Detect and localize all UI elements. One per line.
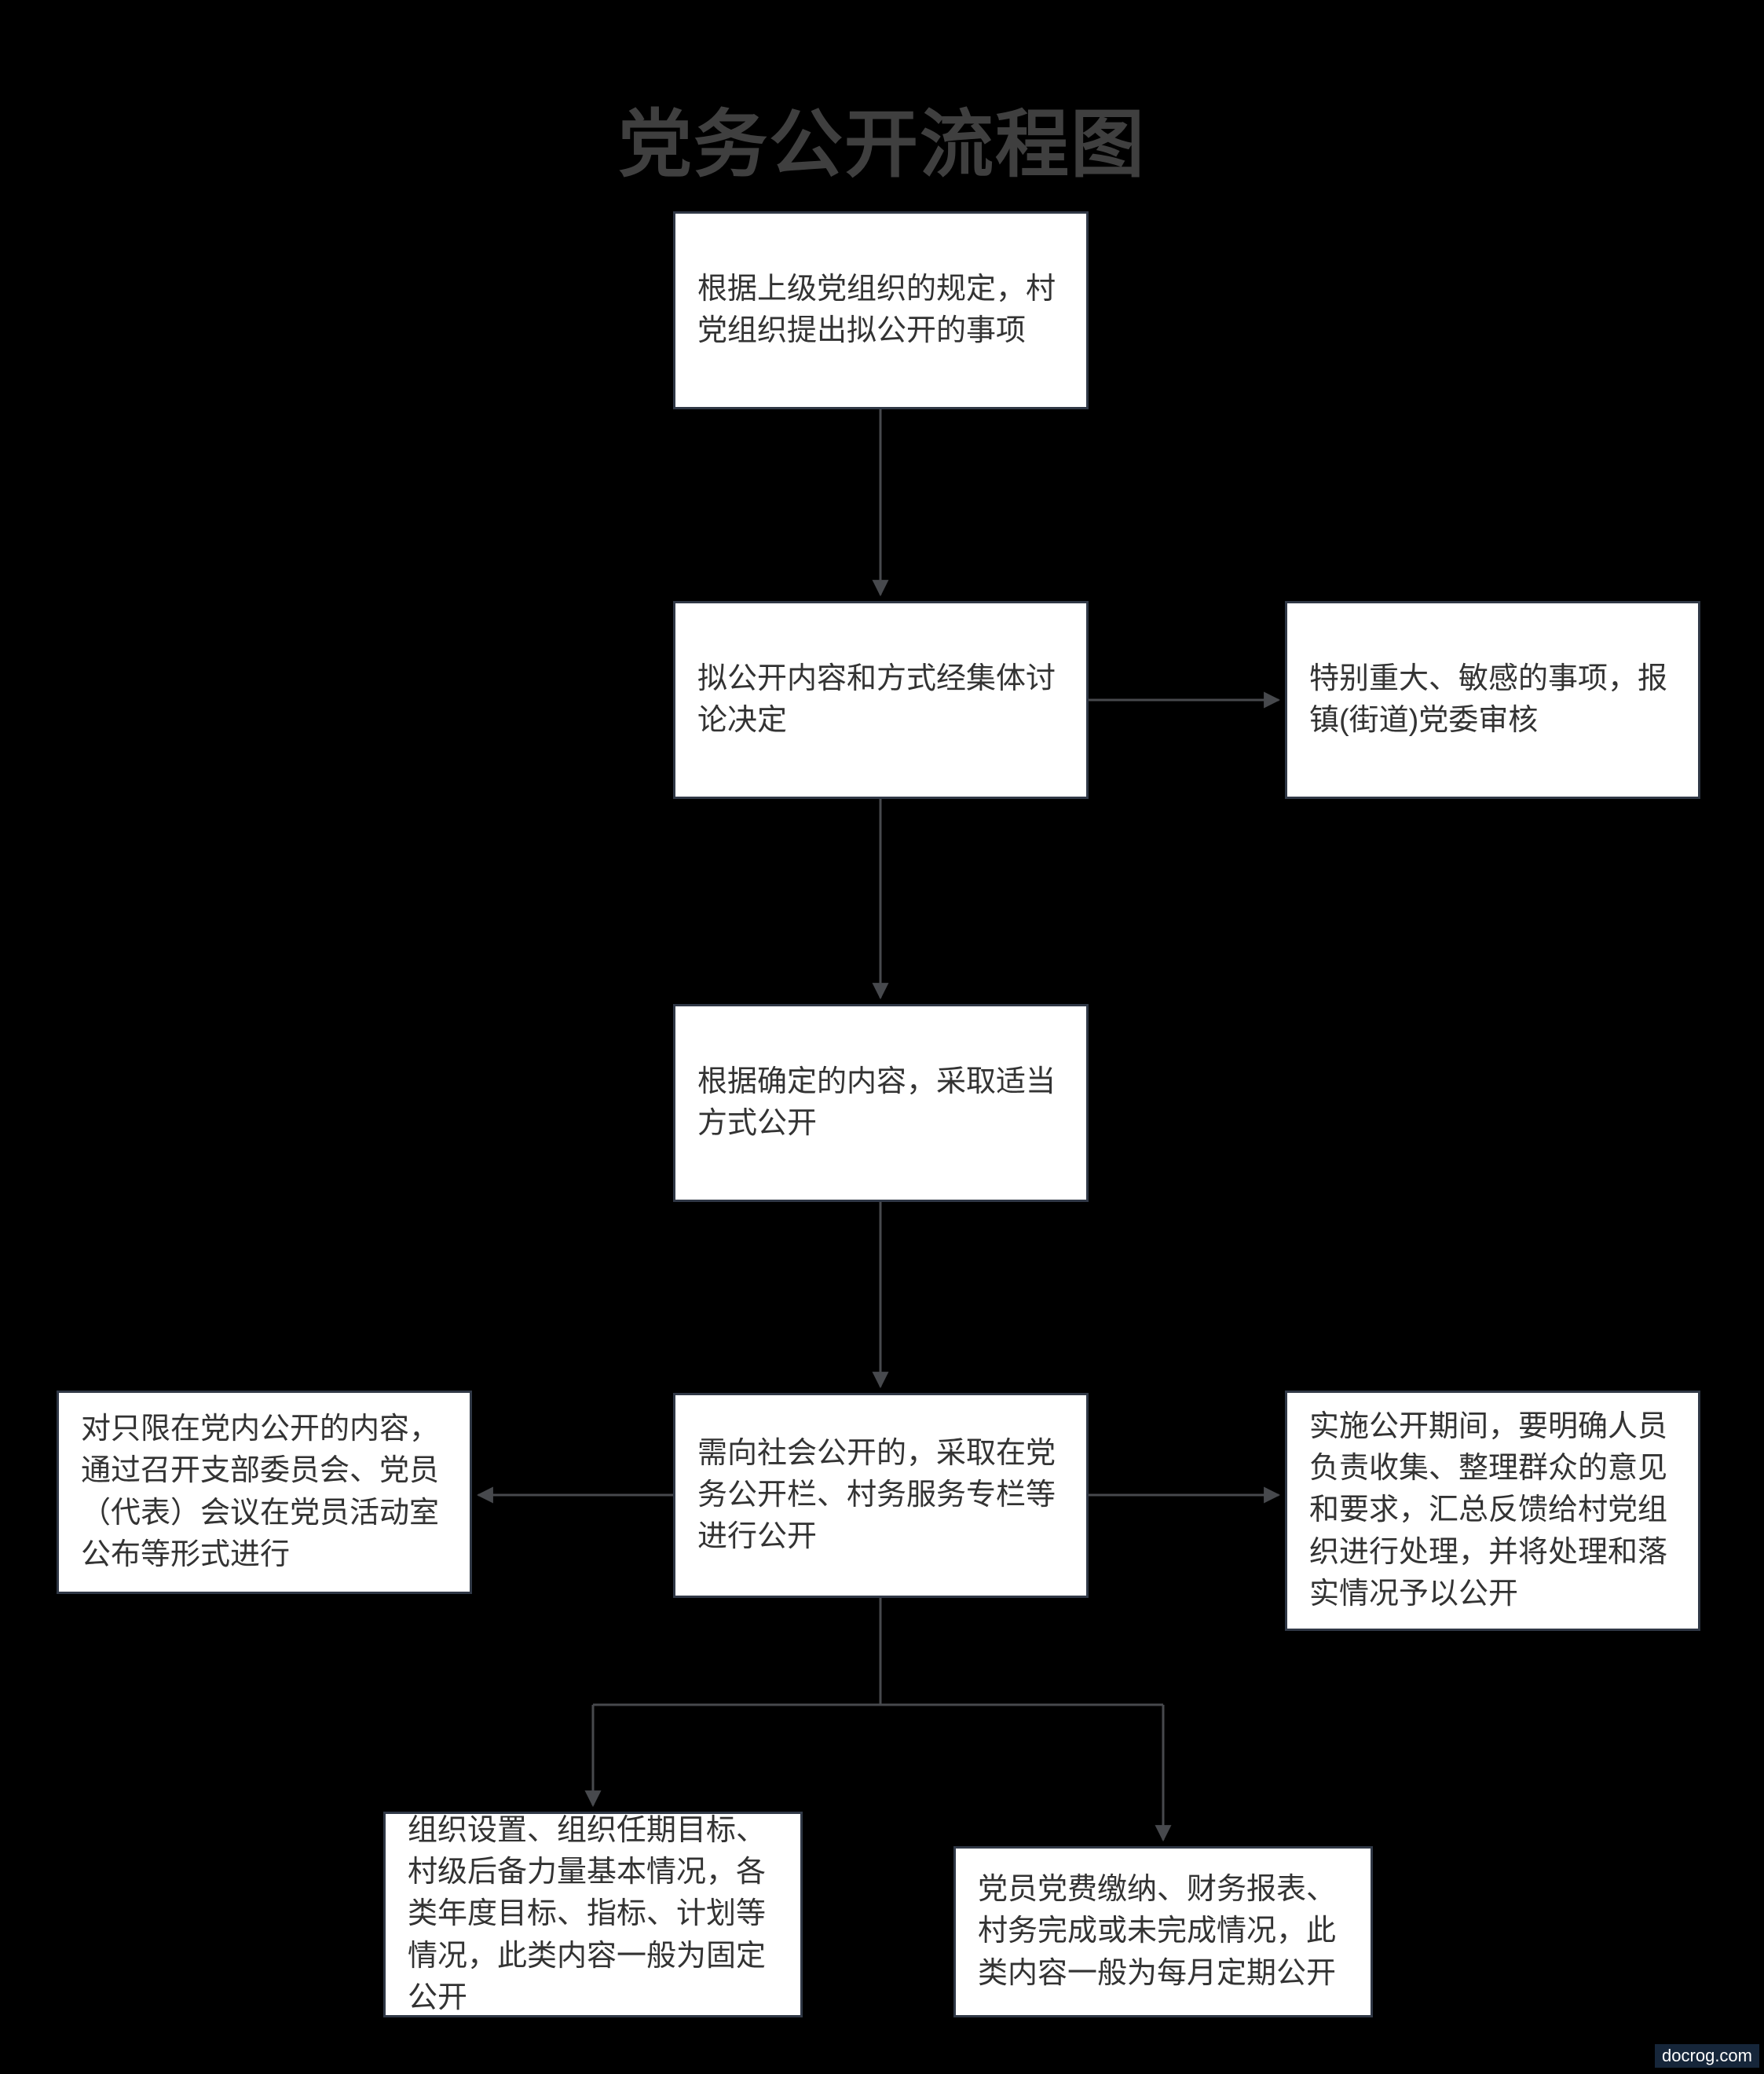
node-text: 特别重大、敏感的事项，报镇(街道)党委审核 bbox=[1309, 661, 1668, 737]
node-text: 根据上级党组织的规定，村党组织提出拟公开的事项 bbox=[697, 272, 1056, 347]
node-opinion-feedback: 实施公开期间，要明确人员负责收集、整理群众的意见和要求，汇总反馈给村党组织进行处… bbox=[1285, 1391, 1700, 1631]
node-propose-items: 根据上级党组织的规定，村党组织提出拟公开的事项 bbox=[673, 211, 1089, 409]
node-public-disclosure: 需向社会公开的，采取在党务公开栏、村务服务专栏等进行公开 bbox=[673, 1393, 1089, 1598]
node-text: 党员党费缴纳、财务报表、村务完成或未完成情况，此类内容一般为每月定期公开 bbox=[978, 1873, 1337, 1990]
node-text: 拟公开内容和方式经集体讨论决定 bbox=[697, 661, 1056, 737]
node-disclose-appropriately: 根据确定的内容，采取适当方式公开 bbox=[673, 1004, 1089, 1202]
node-text: 根据确定的内容，采取适当方式公开 bbox=[697, 1064, 1056, 1140]
edge-public-branch-trunk bbox=[593, 1598, 1163, 1706]
diagram-title: 党务公开流程图 bbox=[617, 103, 1146, 185]
node-text: 组织设置、组织任期目标、村级后备力量基本情况，各类年度目标、指标、计划等情况，此… bbox=[408, 1814, 767, 2014]
node-inner-party-disclosure: 对只限在党内公开的内容，通过召开支部委员会、党员（代表）会议在党员活动室公布等形… bbox=[57, 1391, 472, 1594]
node-text: 实施公开期间，要明确人员负责收集、整理群众的意见和要求，汇总反馈给村党组织进行处… bbox=[1309, 1410, 1668, 1610]
node-major-sensitive-review: 特别重大、敏感的事项，报镇(街道)党委审核 bbox=[1285, 601, 1700, 799]
node-collective-discussion: 拟公开内容和方式经集体讨论决定 bbox=[673, 601, 1089, 799]
node-monthly-disclosure-items: 党员党费缴纳、财务报表、村务完成或未完成情况，此类内容一般为每月定期公开 bbox=[953, 1846, 1373, 2017]
node-text: 需向社会公开的，采取在党务公开栏、村务服务专栏等进行公开 bbox=[697, 1436, 1056, 1554]
node-fixed-disclosure-items: 组织设置、组织任期目标、村级后备力量基本情况，各类年度目标、指标、计划等情况，此… bbox=[383, 1812, 803, 2017]
watermark: docrog.com bbox=[1655, 2043, 1759, 2068]
node-text: 对只限在党内公开的内容，通过召开支部委员会、党员（代表）会议在党员活动室公布等形… bbox=[81, 1413, 440, 1571]
